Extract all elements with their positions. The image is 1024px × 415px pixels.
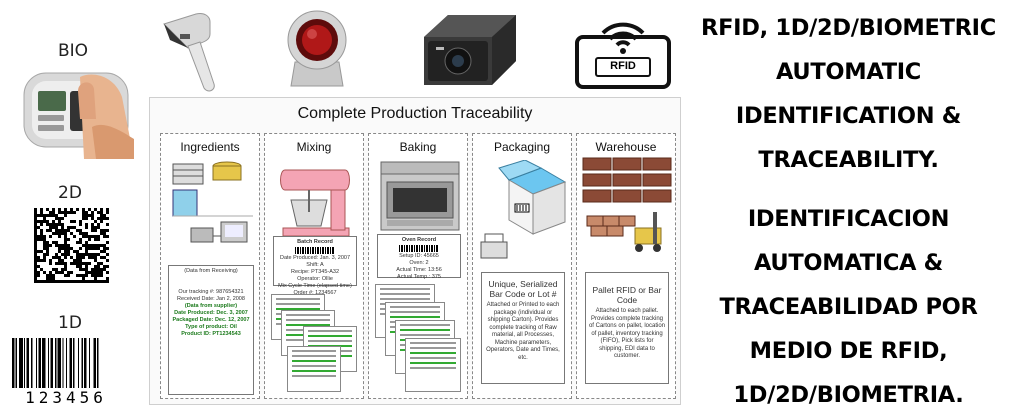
- warehouse-illustration: [582, 157, 672, 252]
- mini-barcode-icon: [399, 245, 439, 252]
- barcode-number: 123456: [25, 388, 107, 407]
- traceability-diagram: Complete Production Traceability Ingredi…: [149, 97, 681, 405]
- record-line: Type of product: Oil: [185, 324, 237, 330]
- linear-barcode-image: [10, 338, 122, 392]
- headline-en-line: AUTOMATIC: [775, 59, 922, 85]
- note-body: Attached or Printed to each package (ind…: [486, 302, 560, 361]
- headline-en-line: TRACEABILITY.: [758, 147, 939, 173]
- record-line: Setup ID: 45665: [399, 253, 439, 259]
- handheld-scanner-image: [158, 10, 238, 94]
- ingredients-illustration: [172, 161, 253, 243]
- mini-barcode-icon: [295, 247, 335, 254]
- record-line: (Data from supplier): [184, 303, 238, 309]
- stage-title: Ingredients: [180, 140, 240, 154]
- oven-illustration: [380, 161, 460, 231]
- record-line: Packaged Date: Dec. 12, 2007: [172, 317, 250, 323]
- batch-card: [405, 338, 461, 392]
- biometric-reader-image: [22, 67, 135, 161]
- stage-ingredients: Ingredients (Data from Receiving) Our tr…: [160, 133, 260, 399]
- headline-en-line: RFID, 1D/2D/BIOMETRIC: [701, 15, 996, 41]
- stage-title: Packaging: [493, 140, 551, 154]
- record-line: Shift: A: [306, 262, 324, 268]
- headline-spanish: IDENTIFICACION AUTOMATICA & TRACEABILIDA…: [676, 197, 1021, 415]
- record-line: Order #: 1234567: [293, 290, 337, 296]
- record-line: Received Date: Jan 2, 2008: [177, 296, 245, 302]
- packaging-note: Unique, Serialized Bar Code or Lot # Att…: [481, 272, 565, 384]
- warehouse-note: Pallet RFID or Bar Code Attached to each…: [585, 272, 669, 384]
- batch-record: Batch Record Date Produced: Jan. 3, 2007…: [273, 236, 357, 296]
- stage-packaging: Packaging Unique, Serialized Bar Code or…: [472, 133, 572, 399]
- record-line: Date Produced: Dec. 3, 2007: [174, 310, 248, 316]
- bio-label: BIO: [58, 41, 89, 61]
- record-line: Date Produced: Jan. 3, 2007: [279, 255, 351, 261]
- stage-title: Mixing: [296, 140, 332, 154]
- headline-es-line: AUTOMATICA &: [753, 250, 944, 276]
- stage-warehouse: Warehouse Pallet RFID or Bar Code Attach…: [576, 133, 676, 399]
- record-line: Product ID: PT1234543: [181, 331, 241, 337]
- stage-title: Baking: [399, 140, 437, 154]
- record-line: Oven: 2: [409, 260, 429, 266]
- stage-mixing: Mixing Batch Record Date Produced: Jan. …: [264, 133, 364, 399]
- package-illustration: [480, 160, 567, 259]
- stage-title: Warehouse: [595, 140, 657, 154]
- record-line: Mix Cycle Time (elapsed time): [278, 283, 352, 289]
- omni-scanner-image: [285, 6, 349, 90]
- note-body: Attached to each pallet. Provides comple…: [588, 308, 666, 359]
- headline-es-line: IDENTIFICACION: [747, 206, 950, 232]
- mixer-illustration: [280, 169, 350, 237]
- ingredients-record: (Data from Receiving) Our tracking #: 98…: [168, 265, 254, 395]
- record-title: Batch Record: [297, 239, 333, 245]
- headline-es-line: 1D/2D/BIOMETRIA.: [733, 382, 964, 408]
- record-line: (Data from Receiving): [184, 268, 238, 274]
- record-line: Operator: Ollie: [297, 276, 333, 282]
- record-line: Actual Time: 13:56: [396, 267, 442, 273]
- headline-english: RFID, 1D/2D/BIOMETRIC AUTOMATIC IDENTIFI…: [676, 6, 1021, 182]
- ingredient-card: [287, 346, 341, 392]
- oven-record: Oven Record Setup ID: 45665 Oven: 2 Actu…: [377, 234, 461, 280]
- 1d-label: 1D: [58, 313, 82, 333]
- datamatrix-code-image: [34, 208, 109, 283]
- headline-en-line: IDENTIFICATION &: [735, 103, 962, 129]
- stage-baking: Baking Oven Record Setup ID: 45665 Oven:…: [368, 133, 468, 399]
- record-line: Actual Temp.: 375: [397, 274, 441, 280]
- fixed-scanner-image: [418, 9, 522, 89]
- rfid-badge-icon: RFID: [573, 13, 673, 91]
- note-heading: Unique, Serialized Bar Code or Lot #: [488, 279, 558, 299]
- diagram-title: Complete Production Traceability: [297, 105, 533, 122]
- record-line: Recipe: PT345-A32: [291, 269, 339, 275]
- note-heading: Pallet RFID or Bar Code: [592, 285, 662, 305]
- record-line: Our tracking #: 987654321: [178, 289, 244, 295]
- headline-es-line: MEDIO DE RFID,: [749, 338, 948, 364]
- record-title: Oven Record: [401, 237, 437, 243]
- 2d-label: 2D: [58, 183, 82, 203]
- rfid-badge-label: RFID: [595, 57, 651, 77]
- headline-es-line: TRACEABILIDAD POR: [719, 294, 978, 320]
